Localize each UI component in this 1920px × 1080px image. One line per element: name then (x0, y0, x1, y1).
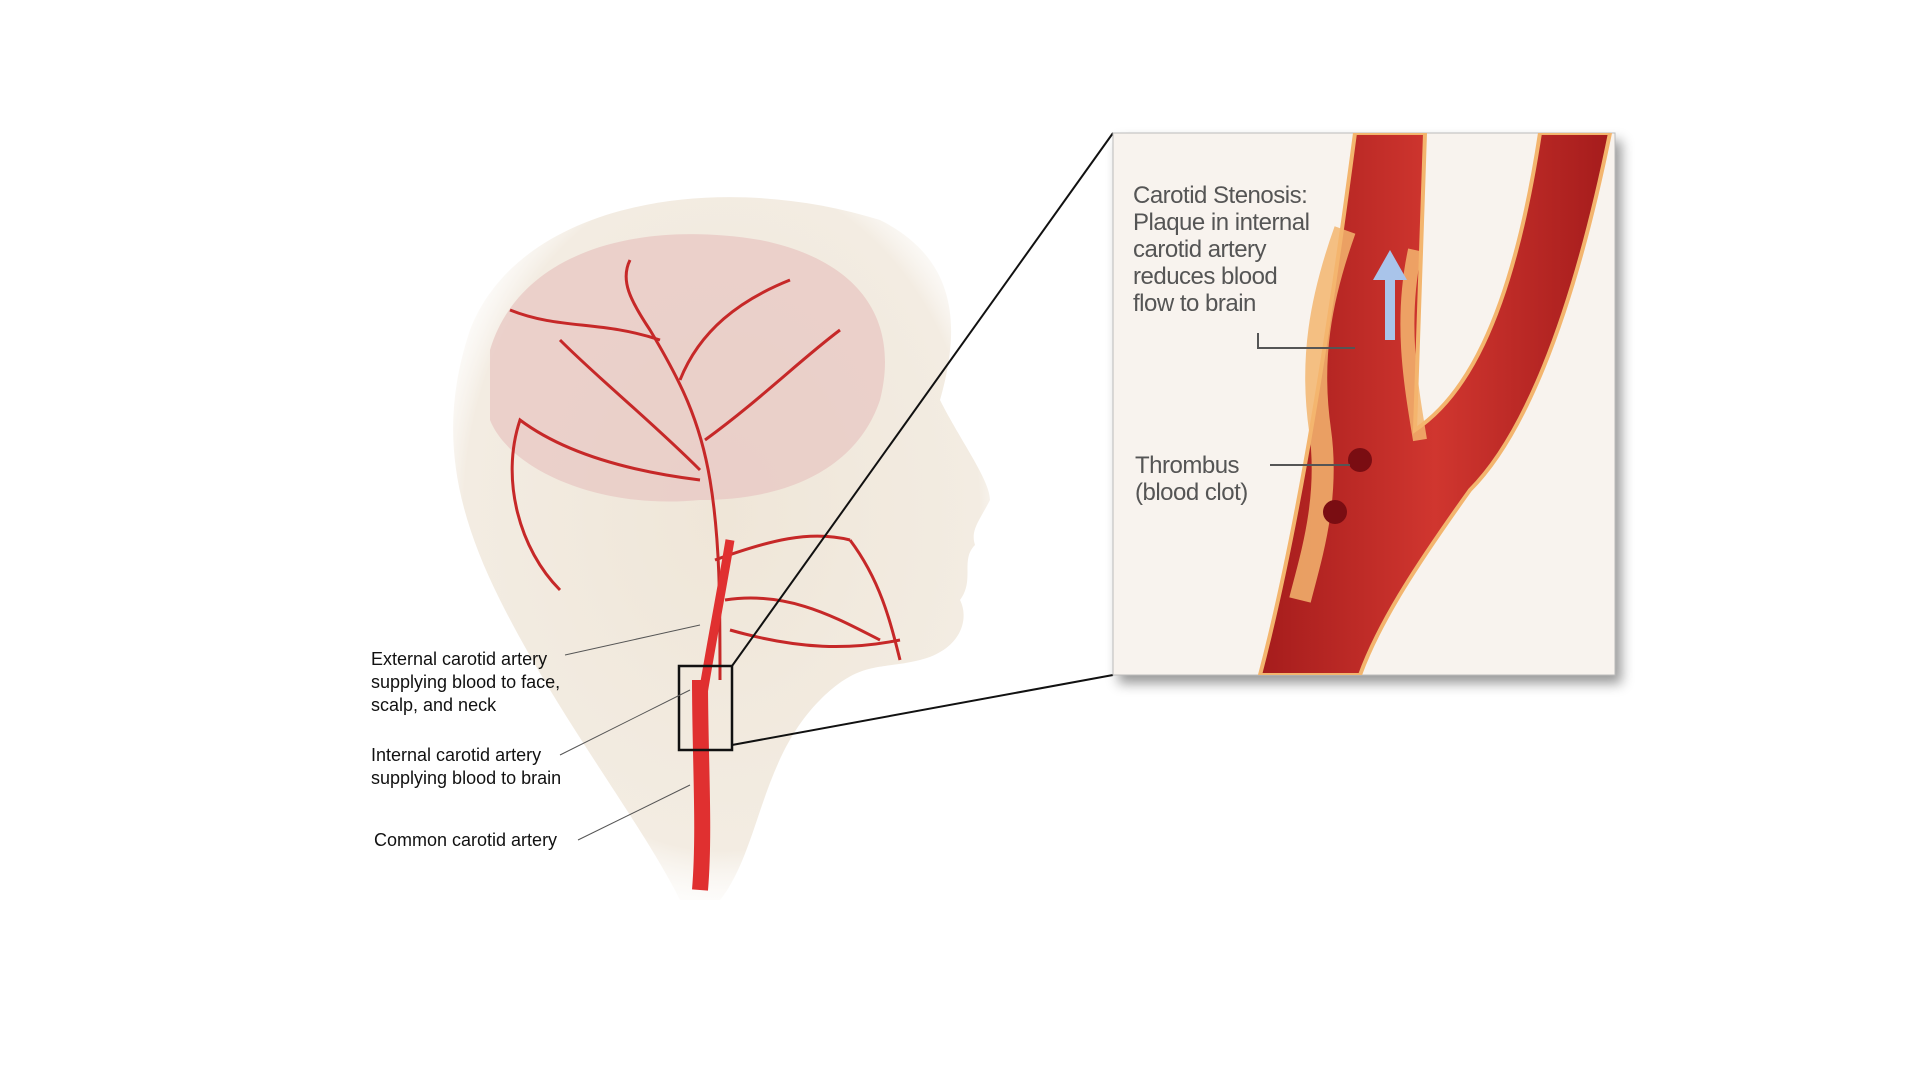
label-line: carotid artery (1133, 236, 1267, 263)
label-line: supplying blood to brain (371, 768, 562, 788)
label-external-carotid: External carotid artery supplying blood … (371, 648, 560, 717)
label-line: Carotid Stenosis: (1133, 182, 1308, 209)
label-line: flow to brain (1133, 290, 1256, 317)
label-line: Plaque in internal (1133, 209, 1310, 236)
label-thrombus: Thrombus (blood clot) (1135, 452, 1248, 506)
label-line: supplying blood to face, (371, 672, 561, 692)
inset-vessel (1257, 133, 1613, 675)
brain-arteries (509, 259, 902, 681)
label-line: scalp, and neck (371, 695, 497, 715)
thrombus (1348, 448, 1372, 472)
plaque (1289, 226, 1356, 603)
connector-line-top (731, 132, 1114, 667)
label-line: (blood clot) (1135, 479, 1248, 506)
flow-arrow-icon (1373, 250, 1407, 340)
common-carotid-artery (692, 679, 711, 891)
label-line: External carotid artery (371, 649, 548, 669)
label-carotid-stenosis: Carotid Stenosis: Plaque in internal car… (1133, 182, 1310, 317)
label-internal-carotid: Internal carotid artery supplying blood … (371, 744, 561, 790)
label-line: Thrombus (1135, 452, 1240, 479)
head-illustration (453, 197, 990, 900)
connector-line-bottom (731, 674, 1114, 746)
label-common-carotid: Common carotid artery (374, 830, 558, 850)
label-line: reduces blood (1133, 263, 1278, 290)
label-line: Internal carotid artery (371, 745, 542, 765)
brain (490, 234, 885, 502)
detail-box (677, 664, 734, 752)
